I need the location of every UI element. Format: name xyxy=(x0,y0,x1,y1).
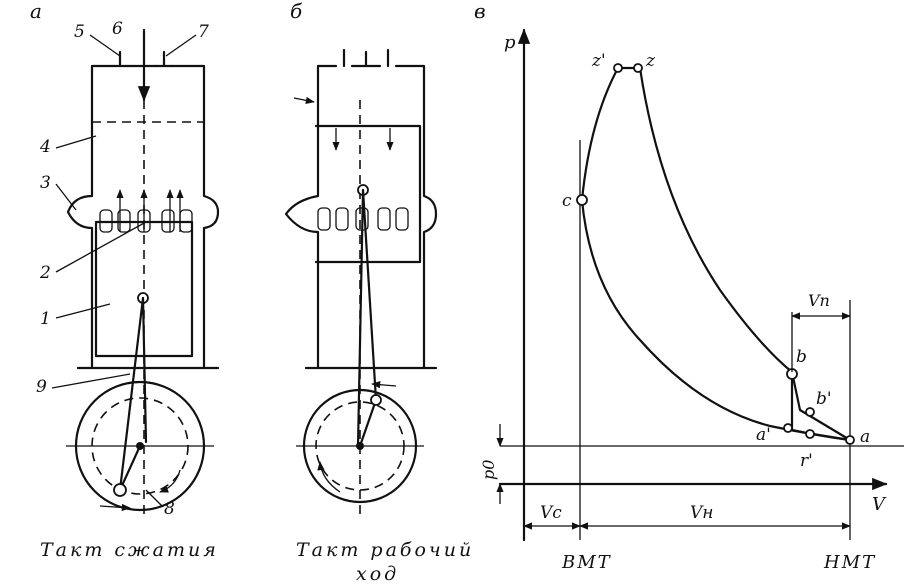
tdc-label: ВМТ xyxy=(561,552,612,573)
panel-a-exhaust-valve xyxy=(154,50,174,68)
panel-a-connecting-rod xyxy=(118,296,148,492)
point-z: z xyxy=(645,51,656,71)
panel-b-power-stroke: б Такт рабочий ход xyxy=(284,0,474,585)
panel-a-intake-valve xyxy=(110,50,130,68)
combustion-curve xyxy=(580,66,642,202)
panel-b-valves xyxy=(342,48,390,68)
point-b-prime: b' xyxy=(816,389,832,409)
svg-text:6: 6 xyxy=(112,19,123,39)
point-z-prime: z' xyxy=(591,51,606,71)
vh-label: Vн xyxy=(690,503,713,523)
svg-text:3: 3 xyxy=(40,173,51,193)
panel-b-piston xyxy=(314,124,422,264)
panel-a-compression: а xyxy=(30,0,220,561)
cycle-points xyxy=(576,63,855,445)
svg-text:7: 7 xyxy=(198,22,209,42)
svg-text:4: 4 xyxy=(39,137,51,157)
expansion-curve xyxy=(638,66,852,442)
panel-a-caption: Такт сжатия xyxy=(40,539,219,561)
compression-curve xyxy=(580,198,852,442)
point-b: b xyxy=(796,347,807,367)
svg-text:2: 2 xyxy=(39,263,51,283)
panel-b-connecting-rod xyxy=(356,188,378,448)
svg-text:8: 8 xyxy=(164,499,175,519)
panel-a-callouts: 5 6 7 4 3 2 1 9 8 xyxy=(36,19,209,519)
svg-text:1: 1 xyxy=(40,309,51,329)
vp-label: Vп xyxy=(808,291,830,310)
point-a-prime: a' xyxy=(756,425,771,445)
panel-c-pv-diagram: в p V z' z c b b' a' a xyxy=(474,0,904,573)
bdc-label: НМТ xyxy=(823,552,876,573)
panel-a-cylinder xyxy=(66,64,220,370)
svg-text:9: 9 xyxy=(36,377,47,397)
panel-c-letter: в xyxy=(474,0,486,23)
point-a: a xyxy=(860,427,870,447)
vc-label: Vc xyxy=(540,503,562,523)
v-axis-label: V xyxy=(872,494,887,515)
point-r-prime: r' xyxy=(800,451,813,471)
point-c: c xyxy=(562,191,572,211)
panel-a-piston xyxy=(94,220,194,358)
panel-a-crank-pin xyxy=(113,483,127,497)
p0-label: p0 xyxy=(479,460,498,480)
svg-text:5: 5 xyxy=(74,22,85,42)
panel-b-caption: Такт рабочий xyxy=(296,539,474,561)
panel-a-letter: а xyxy=(30,0,42,23)
panel-b-letter: б xyxy=(290,0,303,23)
panel-b-caption-2: ход xyxy=(356,563,399,585)
p-axis-label: p xyxy=(504,32,516,53)
